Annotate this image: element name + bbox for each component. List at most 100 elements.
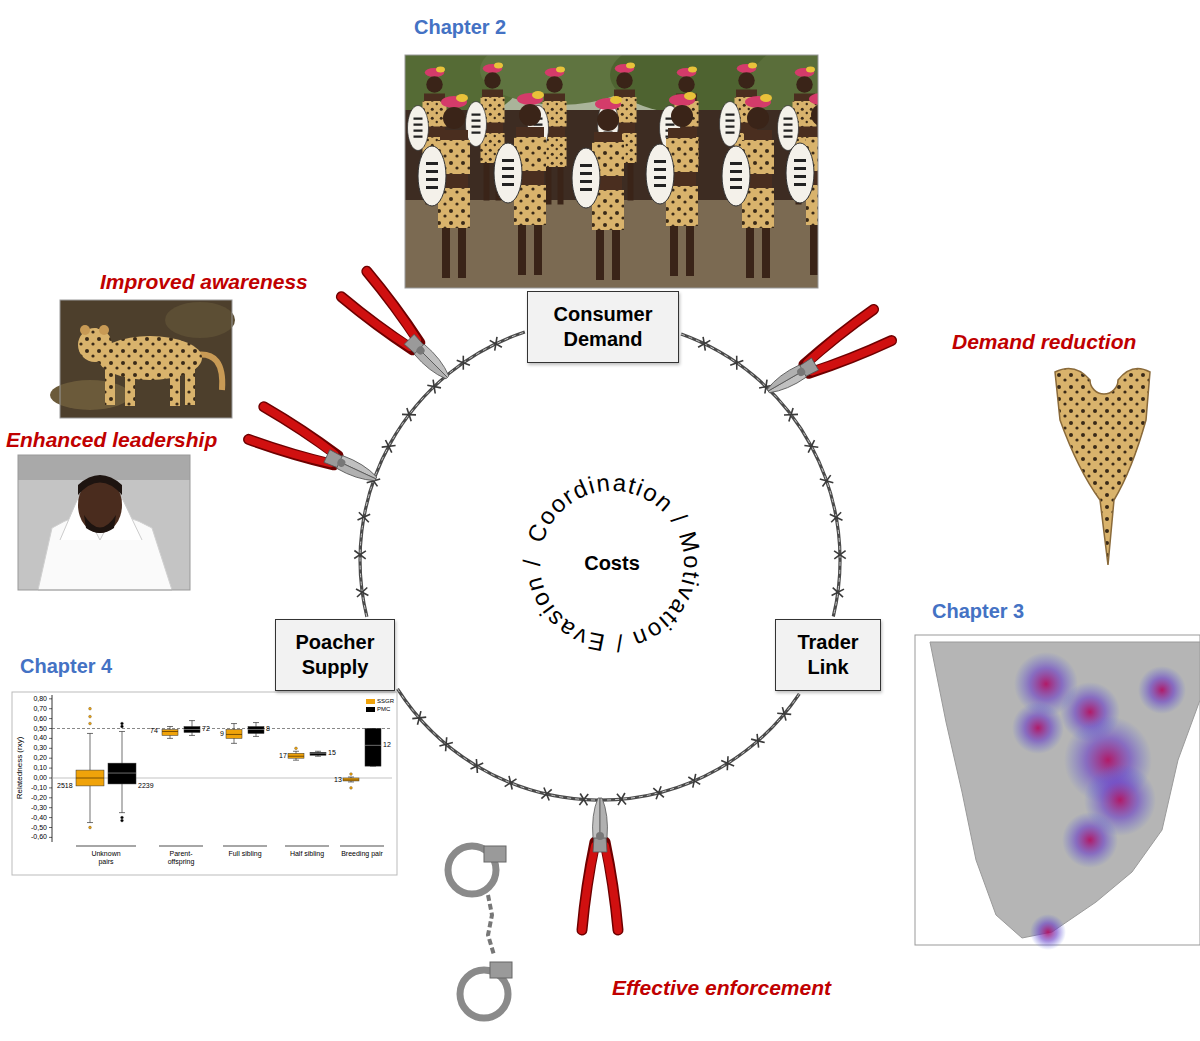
wire-barb: [495, 337, 497, 351]
axis-tick: [49, 728, 52, 729]
photo-frame: [60, 300, 232, 418]
legend-text: SSGR: [377, 698, 394, 705]
dancers-photo-part: [572, 96, 624, 280]
wire-barb: [580, 794, 587, 806]
photo-ground: [18, 455, 190, 590]
leaves: [165, 302, 235, 338]
legend-text: PMC: [377, 706, 390, 713]
iqr-box: [310, 752, 326, 755]
cuff-lock: [490, 962, 512, 978]
density-map: [915, 635, 1200, 950]
whisker-cap: [189, 720, 195, 721]
reference-line: [52, 728, 392, 729]
median-line: [343, 779, 359, 780]
sample-count: 12: [383, 741, 391, 749]
wire-barb: [804, 446, 818, 448]
ring-text: Coordination / Motivation / Evasion /: [518, 469, 706, 657]
iqr-box: [343, 778, 359, 781]
whisker-cap: [119, 731, 125, 732]
axis-tick: [49, 807, 52, 808]
axis-tick-label: 0,30: [20, 744, 47, 752]
outlier-dot: [121, 819, 124, 822]
whisker-cap: [231, 743, 237, 744]
outlier-dot: [89, 707, 92, 710]
iqr-box: [184, 727, 200, 733]
axis-tick: [49, 787, 52, 788]
median-line: [310, 753, 326, 754]
land-relief: [930, 642, 1200, 938]
dancers-photo-part: [494, 91, 546, 275]
median-line: [162, 731, 178, 732]
density-hotspot: [1138, 666, 1186, 714]
wire-barb: [354, 551, 365, 559]
axis-tick-label: 0,80: [20, 695, 47, 703]
category-label: Unknown pairs: [84, 850, 128, 865]
wire-barb: [833, 588, 843, 598]
axis-tick: [49, 778, 52, 779]
whisker-cap: [167, 726, 173, 727]
stage-label: Consumer Demand: [536, 302, 670, 352]
axis-tick: [49, 718, 52, 719]
wire-barb: [407, 408, 411, 421]
sample-count: 9: [220, 730, 224, 738]
sample-count: 8: [266, 725, 270, 733]
dancers-photo-part: [722, 94, 774, 278]
wire-barb: [439, 742, 453, 746]
chapter-label: Chapter 4: [20, 655, 112, 678]
iqr-box: [248, 727, 264, 734]
pliers: [249, 407, 384, 495]
axis-tick: [49, 837, 52, 838]
axis-tick-label: -0,60: [20, 833, 47, 841]
outlier-dot: [350, 773, 353, 776]
median-line: [365, 745, 381, 746]
iqr-box: [226, 729, 242, 738]
legend-swatch: [366, 699, 375, 704]
whisker-cap: [231, 723, 237, 724]
density-hotspot: [1030, 914, 1066, 950]
pliers: [341, 271, 460, 390]
category-label: Half sibling: [285, 850, 329, 858]
wire-barb: [617, 794, 626, 805]
leopard-skin-cape: [1055, 368, 1150, 565]
sample-count: 17: [279, 752, 287, 760]
outlier-dot: [121, 816, 124, 819]
wire-barb: [386, 440, 392, 453]
whisker-cap: [293, 760, 299, 761]
wire-barb: [354, 551, 366, 559]
sample-count: 74: [150, 727, 158, 735]
barbed-wire: [398, 689, 800, 806]
axis-tick: [49, 827, 52, 828]
wire-twist: [398, 689, 800, 800]
axis-tick-label: -0,20: [20, 794, 47, 802]
axis-tick-label: -0,10: [20, 784, 47, 792]
cuff-chain: [488, 895, 494, 955]
intervention-label: Demand reduction: [952, 330, 1136, 354]
wire-barb: [730, 360, 743, 365]
whisker-cap: [315, 756, 321, 757]
iqr-box: [108, 763, 136, 784]
sample-count: 2518: [57, 782, 73, 790]
axis-tick-label: -0,30: [20, 804, 47, 812]
wire-barb: [698, 340, 710, 347]
wire-barb: [579, 794, 588, 805]
wire-barb: [462, 356, 464, 370]
iqr-box: [365, 729, 381, 767]
wire-barb: [471, 763, 484, 769]
leopard-ear: [80, 325, 90, 335]
category-label: Parent-offspring: [159, 850, 203, 865]
axis-tick: [49, 738, 52, 739]
median-line: [184, 729, 200, 730]
sample-count: 15: [328, 749, 336, 757]
intervention-label: Improved awareness: [100, 270, 308, 294]
median-line: [248, 729, 264, 730]
stage-label: Poacher Supply: [284, 630, 386, 680]
axis-tick-label: 0,10: [20, 764, 47, 772]
dancers-photo-part: [786, 91, 818, 275]
handcuffs: [448, 846, 512, 1018]
wire-barb: [693, 774, 696, 788]
median-line: [226, 734, 242, 735]
axis-tick-label: 0,20: [20, 754, 47, 762]
axis-title: Relatedness (rxy): [16, 737, 25, 800]
whisker-cap: [253, 736, 259, 737]
